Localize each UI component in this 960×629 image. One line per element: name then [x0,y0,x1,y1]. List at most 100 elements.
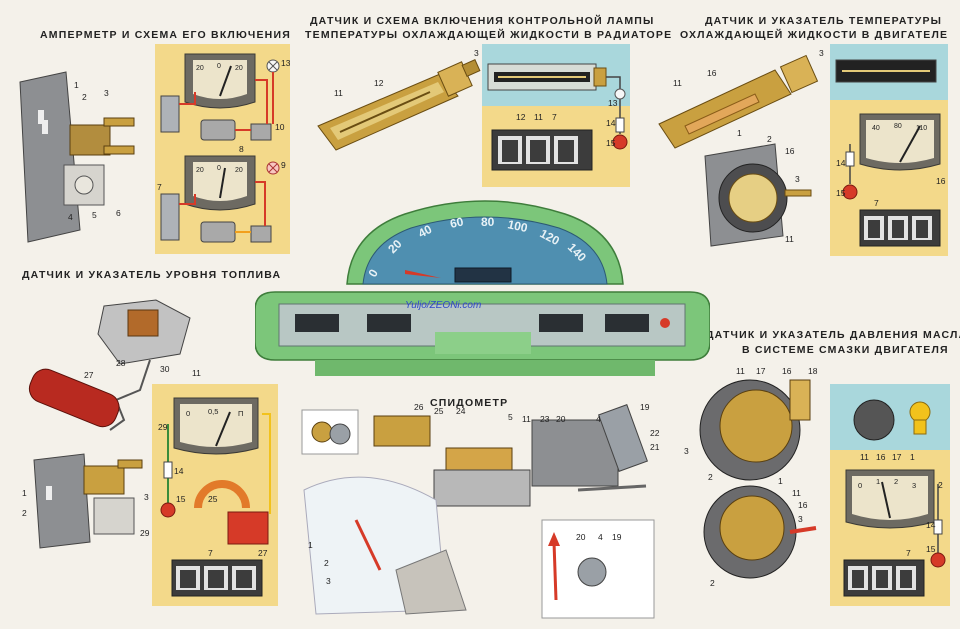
callout-7: 7 [208,548,213,558]
callout-25: 25 [208,494,218,504]
oil-pressure-title-line2: В СИСТЕМЕ СМАЗКИ ДВИГАТЕЛЯ [742,344,949,356]
callout-19: 19 [640,402,650,412]
coolant-lamp-title-line1: ДАТЧИК И СХЕМА ВКЛЮЧЕНИЯ КОНТРОЛЬНОЙ ЛАМ… [310,15,655,27]
callout-15: 15 [606,138,616,148]
callout-2: 2 [82,92,87,102]
instrument-cluster: 0 20 40 60 80 100 120 140 Yuljo/ZEONi.co… [255,200,710,376]
callout-24: 24 [456,406,466,416]
callout-13: 13 [281,58,290,68]
callout-1: 1 [737,128,742,138]
callout-1: 1 [74,80,79,90]
callout-2: 2 [938,480,943,490]
fuel-wiring-panel: 0 0,5 П 29 14 15 25 7 27 [152,384,278,606]
callout-21: 21 [650,442,660,452]
gauge-window [539,314,583,332]
ammeter-illustration: 1 2 3 4 5 6 [19,71,135,243]
callout-15: 15 [926,544,936,554]
callout-12: 12 [516,112,526,122]
callout-16: 16 [876,452,886,462]
callout-7: 7 [157,182,162,192]
ammeter-scale-label: 0 [217,165,221,172]
warning-lamp [660,318,670,328]
ammeter-wiring-panel: 20 0 20 20 0 20 13 10 8 [155,44,290,254]
callout-11: 11 [785,234,794,244]
callout-2: 2 [22,508,27,518]
speedometer-title: СПИДОМЕТР [430,397,509,409]
oil-scale-label: 3 [912,481,916,490]
callout-29: 29 [140,528,150,538]
callout-8: 8 [239,144,244,154]
callout-30: 30 [160,364,170,374]
callout-23: 23 [540,414,550,424]
ammeter-bolt [103,145,135,155]
callout-1: 1 [22,488,27,498]
temp-scale-label: 110 [916,125,927,132]
callout-14: 14 [836,158,846,168]
callout-5: 5 [92,210,97,220]
fuel-scale-label: 0 [186,409,190,418]
callout-2: 2 [324,558,329,568]
callout-1: 1 [308,540,313,550]
callout-3: 3 [144,492,149,502]
callout-11: 11 [736,366,745,376]
callout-27: 27 [258,548,268,558]
callout-16: 16 [936,176,946,186]
fuel-float [28,368,120,428]
callout-18: 18 [808,366,818,376]
callout-10: 10 [275,122,285,132]
callout-3: 3 [474,48,479,58]
callout-14: 14 [174,466,184,476]
callout-13: 13 [608,98,618,108]
coolant-temp-title-line2: ОХЛАЖДАЮЩЕЙ ЖИДКОСТИ В ДВИГАТЕЛЕ [680,29,949,41]
odometer-window [454,267,512,283]
coolant-lamp-sensor-illustration: 11 12 3 [317,48,481,151]
callout-20: 20 [556,414,566,424]
callout-22: 22 [650,428,660,438]
callout-28: 28 [116,358,126,368]
oil-sensor-illustration: 11 17 16 18 3 2 1 11 16 3 2 [684,366,818,588]
callout-11: 11 [673,78,682,88]
coolant-temp-sensor-illustration: 11 16 3 1 16 3 11 2 [658,48,824,247]
callout-3: 3 [104,88,109,98]
gauge-window [367,314,411,332]
ammeter-scale-label: 20 [235,65,243,72]
callout-17: 17 [892,452,902,462]
callout-2: 2 [710,578,715,588]
callout-15: 15 [836,188,846,198]
callout-14: 14 [926,520,936,530]
callout-4: 4 [598,532,603,542]
temp-scale-label: 40 [872,125,880,132]
speedometer-exploded-illustration: 26 25 24 5 11 23 20 4 19 22 21 1 2 3 20 … [301,402,660,619]
callout-17: 17 [756,366,766,376]
fuel-sensor-illustration: 28 27 30 11 1 2 3 29 [22,299,201,549]
coolant-temp-wiring-panel: 40 80 110 14 15 16 7 [830,44,948,256]
callout-27: 27 [84,370,94,380]
callout-2: 2 [708,472,713,482]
callout-3: 3 [798,514,803,524]
callout-20: 20 [576,532,586,542]
gauge-window [605,314,649,332]
callout-11: 11 [860,452,869,462]
fuel-scale-label: П [238,409,243,418]
ammeter-scale-label: 20 [196,65,204,72]
callout-7: 7 [874,198,879,208]
callout-14: 14 [606,118,616,128]
callout-16: 16 [707,68,717,78]
coolant-temp-title-line1: ДАТЧИК И УКАЗАТЕЛЬ ТЕМПЕРАТУРЫ [705,15,943,27]
gauge-window [295,314,339,332]
ammeter-scale-label: 20 [235,167,243,174]
callout-1: 1 [778,476,783,486]
speedometer-dial [362,216,608,285]
callout-9: 9 [281,160,286,170]
callout-7: 7 [552,112,557,122]
callout-29: 29 [158,422,168,432]
callout-5: 5 [508,412,513,422]
callout-16: 16 [785,146,795,156]
callout-11: 11 [192,368,201,378]
coolant-lamp-wiring-panel: 12 11 7 13 14 15 [482,44,630,187]
callout-3: 3 [795,174,800,184]
ammeter-scale-label: 20 [196,167,204,174]
fuel-level-title: ДАТЧИК И УКАЗАТЕЛЬ УРОВНЯ ТОПЛИВА [22,269,282,281]
callout-16: 16 [798,500,808,510]
callout-11: 11 [334,88,343,98]
